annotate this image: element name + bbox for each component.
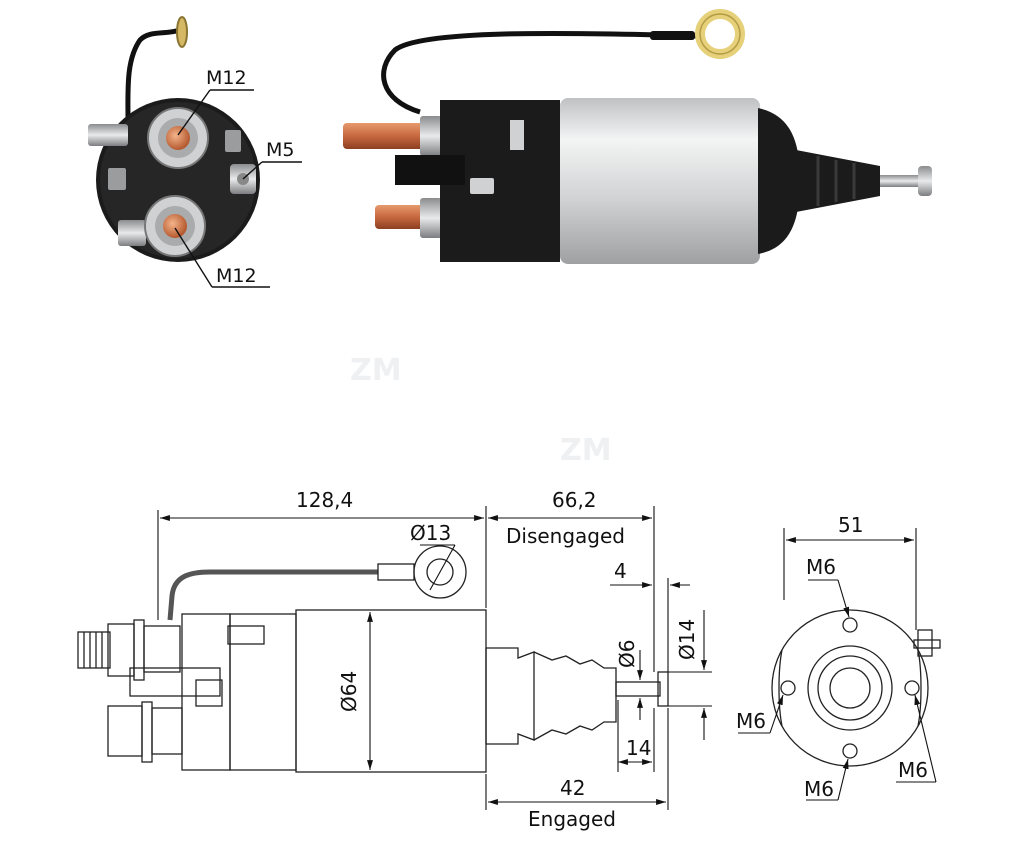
callout-leader <box>242 161 263 180</box>
dimension-lines <box>157 506 712 810</box>
boot-base <box>485 647 535 745</box>
callout-m5: M5 <box>266 139 294 161</box>
nut-lower <box>107 705 143 757</box>
lead-wire <box>167 569 378 621</box>
bracket-plate <box>88 124 128 146</box>
eyelet-outline <box>699 13 741 55</box>
cap-extension <box>395 155 465 185</box>
small-terminal <box>510 120 524 150</box>
plunger-head <box>918 166 932 196</box>
dim-flange-width: 51 <box>838 513 863 537</box>
rear-cup <box>758 108 800 254</box>
copper-stud-upper <box>343 123 428 149</box>
dim-body-diameter: Ø64 <box>337 671 361 712</box>
label-disengaged: Disengaged <box>506 524 625 548</box>
boot-ribs <box>816 156 856 206</box>
dim-stroke-engaged: 42 <box>560 776 585 800</box>
bracket-plate <box>118 220 146 246</box>
copper-stud-top <box>166 126 190 150</box>
washer-upper <box>133 619 145 681</box>
small-terminal <box>195 679 223 707</box>
mount-hole-top <box>842 617 858 633</box>
cap-bridge <box>129 667 221 697</box>
small-terminal-blade <box>227 625 265 645</box>
stud-nut <box>420 116 442 156</box>
small-terminal-screw <box>470 178 494 194</box>
rubber-boot <box>796 150 880 212</box>
boss-outer <box>807 645 893 731</box>
dim-eyelet-diameter: Ø13 <box>410 521 451 545</box>
dim-overall-length: 128,4 <box>296 488 353 512</box>
lead-wire <box>381 30 701 115</box>
terminal-cap <box>440 100 560 262</box>
eyelet-terminal <box>176 16 188 48</box>
end-housing-inner <box>100 102 256 258</box>
photo-side-view <box>343 9 932 264</box>
dim-head-diameter: Ø14 <box>675 619 699 660</box>
plunger-rod <box>615 681 661 697</box>
washer-lower <box>141 701 153 763</box>
terminal-clip <box>108 168 126 190</box>
plunger-rod <box>880 175 920 187</box>
callout-m6-bottom: M6 <box>804 777 834 801</box>
wire-crimp <box>650 31 695 40</box>
boss-bore <box>829 667 871 709</box>
plunger-head <box>657 671 669 707</box>
wire-crimp <box>377 563 415 581</box>
stud-nut <box>420 198 442 238</box>
eyelet-hole <box>426 558 454 586</box>
nut-lower-2 <box>151 707 183 755</box>
nut-upper-2 <box>143 625 181 673</box>
thread-upper <box>77 631 111 669</box>
mount-hole-bottom <box>842 743 858 759</box>
drawing-end-view <box>738 528 941 801</box>
callout-m6-right: M6 <box>898 758 928 782</box>
callout-m6-left: M6 <box>736 709 766 733</box>
flange-edge-left <box>778 649 783 727</box>
dim-rod-length: 14 <box>626 736 651 760</box>
photo-end-view: M12 M5 M12 <box>88 16 302 288</box>
end-terminal-nut <box>913 639 941 649</box>
lead-wire <box>125 27 181 121</box>
end-view-dimension-lines <box>738 528 937 801</box>
copper-stud-bottom <box>163 214 187 238</box>
mount-hole-right <box>904 680 920 696</box>
cap-body <box>229 613 297 771</box>
copper-stud-lower <box>375 205 430 229</box>
callout-m12-top: M12 <box>206 67 247 89</box>
cap-outline <box>181 613 231 771</box>
callout-m12-bottom: M12 <box>216 265 257 287</box>
watermark-text: ZM <box>560 433 612 468</box>
callout-leader <box>174 227 213 288</box>
dim-rod-diameter: Ø6 <box>615 640 639 668</box>
eyelet <box>413 545 467 599</box>
dim-head-thickness: 4 <box>614 559 627 583</box>
thread-lines <box>83 632 103 668</box>
label-engaged: Engaged <box>528 807 616 831</box>
drawing-side-view <box>77 506 712 810</box>
callout-leader <box>177 89 211 136</box>
solenoid-body <box>560 98 760 264</box>
end-view-dimension-labels: 51 M6 M6 M6 M6 <box>736 513 928 801</box>
side-view-dimension-labels: 128,4 Ø13 66,2 Disengaged 4 Ø64 Ø6 Ø14 1… <box>296 488 699 831</box>
boss-mid <box>817 655 883 721</box>
flange-outer <box>771 609 929 767</box>
terminal-clip <box>225 130 241 152</box>
callout-m6-top: M6 <box>806 555 836 579</box>
boot-bellows <box>533 651 617 741</box>
mount-hole-left <box>780 680 796 696</box>
dim-stroke-disengaged: 66,2 <box>552 488 597 512</box>
body-outline <box>295 609 487 773</box>
watermark-text: ZM <box>350 353 402 388</box>
end-terminal <box>917 629 933 657</box>
